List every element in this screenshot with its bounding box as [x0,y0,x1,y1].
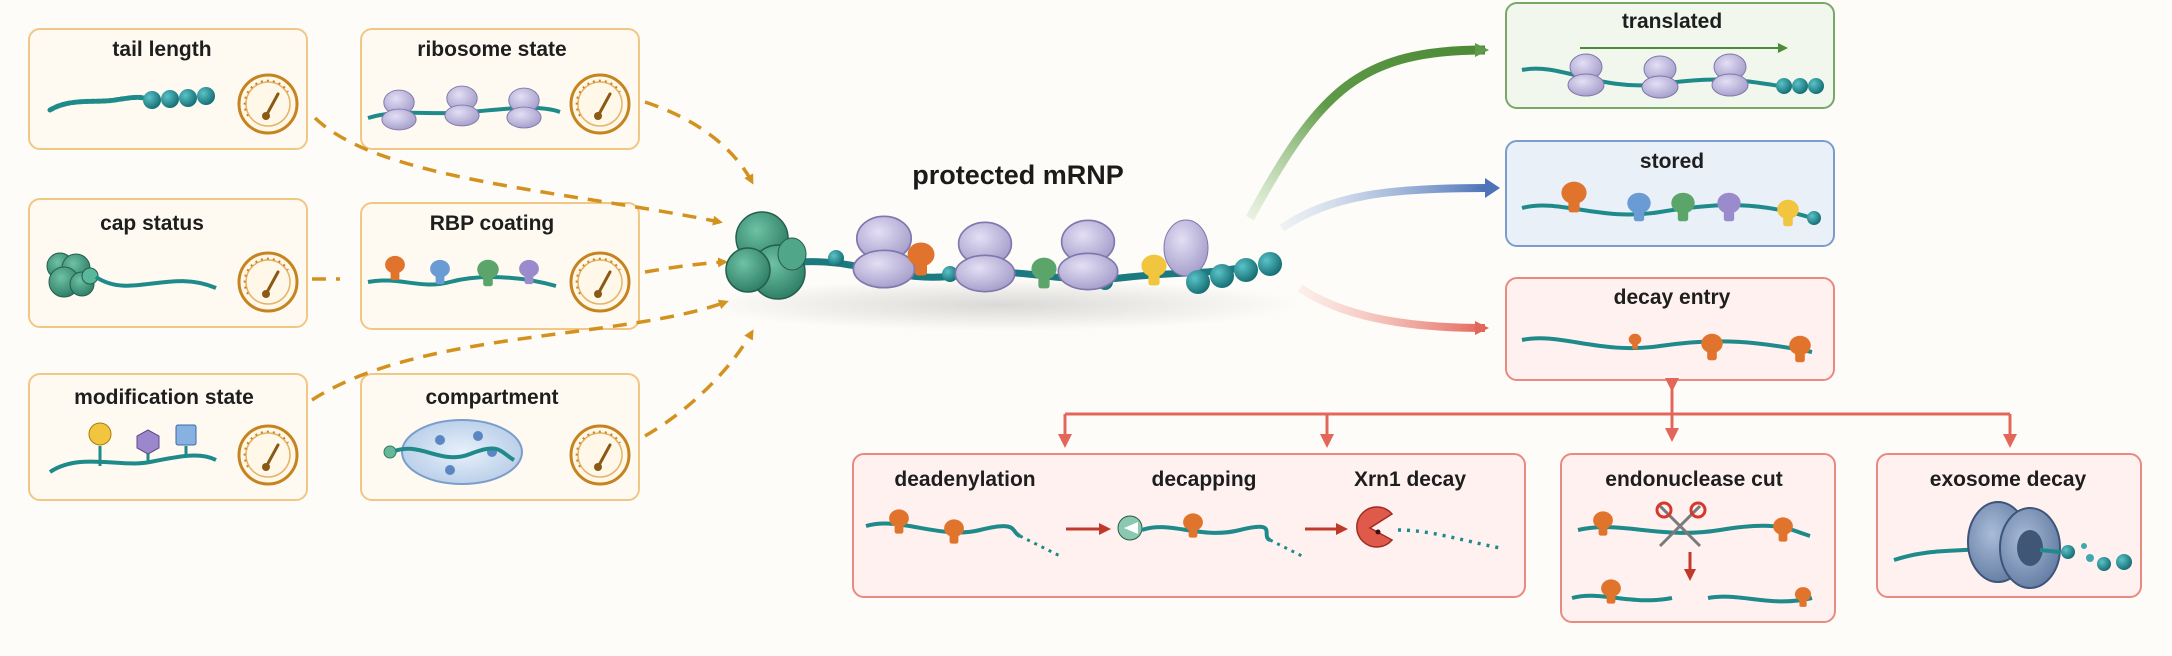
label-modification-state: modification state [74,386,254,409]
compartment-illustration [383,419,523,485]
ribosome-state-illustration [367,85,561,131]
label-tail-length: tail length [112,38,212,61]
rbp-coating-illustration [367,255,557,288]
label-protected-mrnp: protected mRNP [912,160,1124,190]
xrn1-illustration [1356,506,1501,550]
cap-illustration [46,252,217,298]
translated-illustration [1521,43,1824,99]
label-ribosome-state: ribosome state [417,38,567,61]
input-arrows [311,100,754,438]
label-cap-status: cap status [100,212,204,235]
label-xrn1-decay: Xrn1 decay [1353,468,1467,491]
outcome-box-decay-entry [1505,277,1835,381]
label-exosome-decay: exosome decay [1929,468,2087,491]
stored-illustration [1521,181,1821,227]
label-endonuclease-cut: endonuclease cut [1605,468,1783,491]
label-compartment: compartment [425,386,559,409]
label-decay-entry: decay entry [1613,286,1731,309]
modification-illustration [48,422,217,474]
decay-branch-arrows [1058,378,2017,448]
gauge-icon [569,251,631,313]
label-translated: translated [1621,10,1723,33]
decapping-illustration [1117,513,1303,558]
deadenylation-illustration [865,509,1061,558]
gauge-icon [569,73,631,135]
decay-entry-illustration [1521,333,1813,363]
protected-mrnp-complex [700,211,1300,331]
gauge-icon [237,251,299,313]
label-rbp-coating: RBP coating [429,212,555,235]
pacman-icon [1356,506,1394,548]
gauge-icon [237,424,299,486]
exosome-illustration [1893,501,2132,589]
gauge-icon [237,73,299,135]
decay-box-endonuclease [1560,453,1836,623]
outcome-box-stored [1505,140,1835,247]
outcome-arrows [1246,43,1500,335]
exosome-icon [1967,501,2061,589]
gauge-icon [569,424,631,486]
label-deadenylation: deadenylation [894,468,1036,491]
label-stored: stored [1639,150,1705,173]
endonuclease-illustration [1571,501,1813,607]
scissors-icon [1655,501,1707,548]
label-decapping: decapping [1151,468,1257,491]
tail-length-illustration [47,87,215,113]
